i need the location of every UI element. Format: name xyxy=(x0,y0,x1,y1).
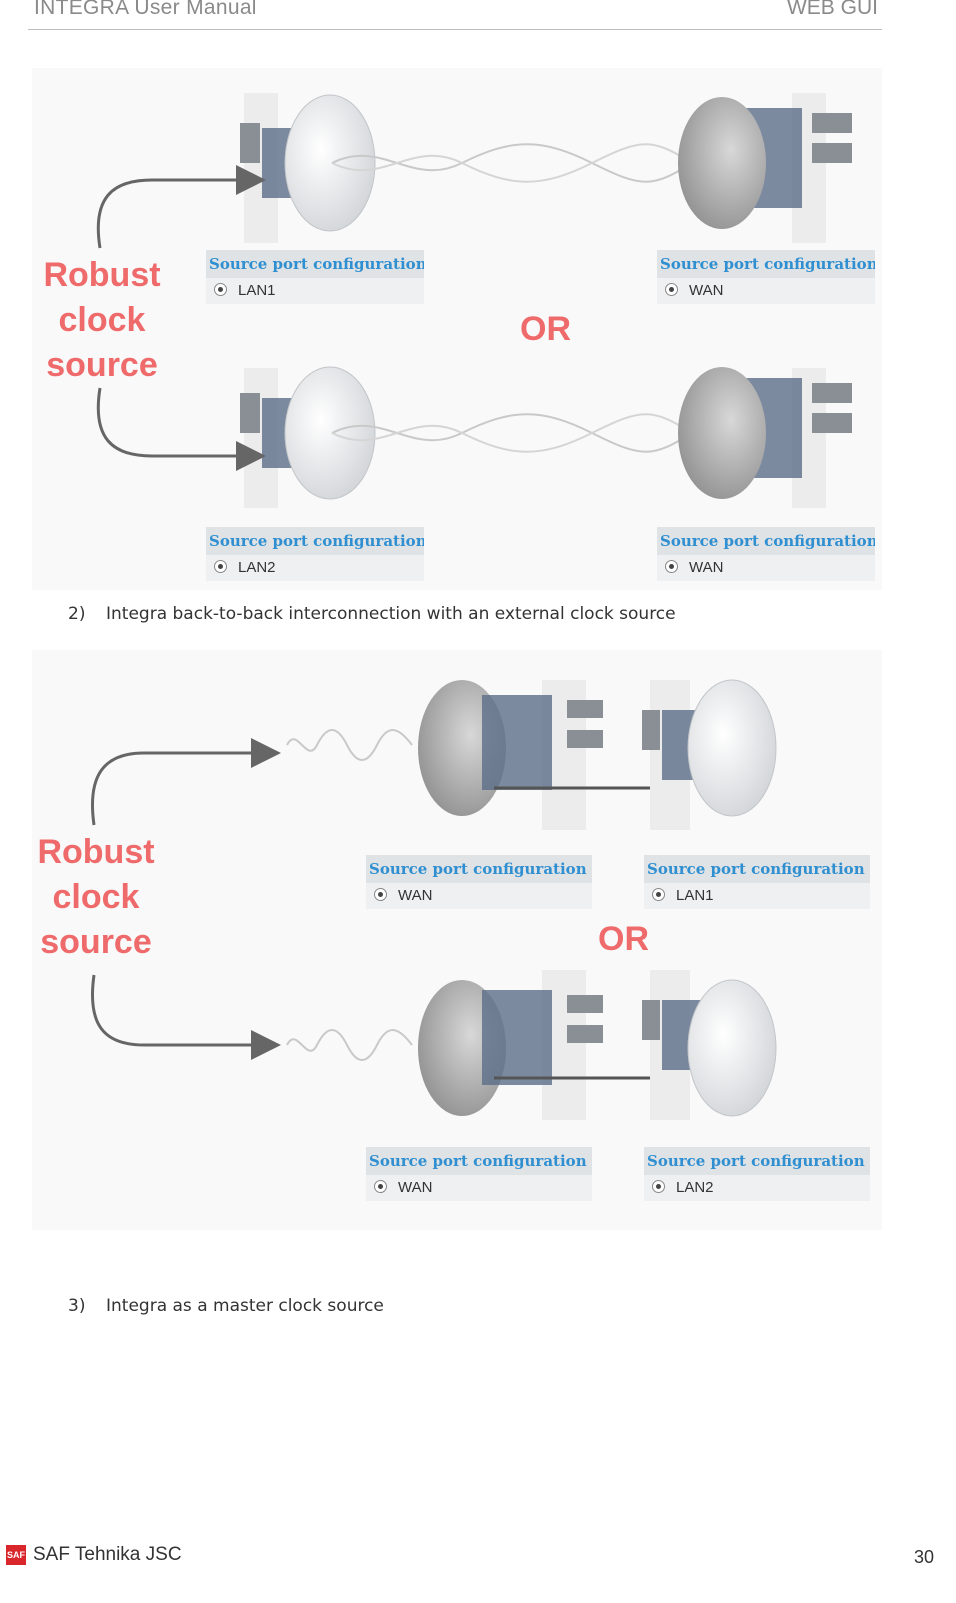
radio-selected-icon[interactable] xyxy=(214,560,227,573)
caption-3: 3) Integra as a master clock source xyxy=(68,1296,384,1316)
radio-selected-icon[interactable] xyxy=(652,888,665,901)
radio-selected-icon[interactable] xyxy=(652,1180,665,1193)
config-title: Source port configuration xyxy=(657,527,875,555)
option-label: WAN xyxy=(689,559,724,576)
config-title: Source port configuration xyxy=(657,250,875,278)
arrow-to-top-antenna xyxy=(96,165,266,249)
source-port-config-lan2: Source port configuration LAN2 xyxy=(644,1147,870,1201)
config-option[interactable]: WAN xyxy=(366,1175,592,1201)
source-port-config-wan-bottom: Source port configuration WAN xyxy=(366,1147,592,1201)
caption-number: 2) xyxy=(68,604,86,624)
arrow-to-bottom-antenna xyxy=(96,387,266,471)
source-port-config-wan-bottom: Source port configuration WAN xyxy=(657,527,875,581)
figure2-illustration xyxy=(91,679,777,1120)
label-line-2: clock xyxy=(58,301,146,339)
config-option[interactable]: LAN1 xyxy=(644,883,870,909)
label-line-2: clock xyxy=(52,878,140,916)
config-option[interactable]: LAN2 xyxy=(206,555,424,581)
config-option[interactable]: LAN2 xyxy=(644,1175,870,1201)
arrow-to-bottom-pair xyxy=(91,974,281,1060)
or-label: OR xyxy=(520,310,571,348)
arrow-to-top-pair xyxy=(91,738,281,826)
caption-2: 2) Integra back-to-back interconnection w… xyxy=(68,604,676,624)
document-title: INTEGRA User Manual xyxy=(34,0,257,19)
config-option[interactable]: WAN xyxy=(366,883,592,909)
source-port-config-lan1: Source port configuration LAN1 xyxy=(206,250,424,304)
figure1-illustration xyxy=(96,93,852,508)
antenna-pair-bottom xyxy=(240,366,852,508)
caption-number: 3) xyxy=(68,1296,86,1316)
config-title: Source port configuration xyxy=(206,527,424,555)
config-title: Source port configuration xyxy=(206,250,424,278)
header-divider xyxy=(28,29,882,30)
company-name: SAF Tehnika JSC xyxy=(33,1544,182,1565)
source-port-config-lan1: Source port configuration LAN1 xyxy=(644,855,870,909)
config-title: Source port configuration xyxy=(644,1147,870,1175)
option-label: WAN xyxy=(398,887,433,904)
page-number: 30 xyxy=(914,1547,935,1567)
option-label: WAN xyxy=(398,1179,433,1196)
label-line-3: source xyxy=(46,346,158,384)
back-to-back-pair-bottom xyxy=(286,970,777,1120)
label-line-1: Robust xyxy=(37,833,155,871)
radio-selected-icon[interactable] xyxy=(374,888,387,901)
label-line-3: source xyxy=(40,923,152,961)
antenna-pair-top xyxy=(240,93,852,243)
config-title: Source port configuration xyxy=(366,855,592,883)
option-label: LAN2 xyxy=(676,1179,714,1196)
config-option[interactable]: WAN xyxy=(657,555,875,581)
config-option[interactable]: LAN1 xyxy=(206,278,424,304)
back-to-back-pair-top xyxy=(286,679,777,830)
option-label: WAN xyxy=(689,282,724,299)
config-option[interactable]: WAN xyxy=(657,278,875,304)
option-label: LAN1 xyxy=(238,282,276,299)
figure-back-to-back: Robust clock source OR Source port confi… xyxy=(32,650,882,1230)
robust-clock-label: Robust clock source xyxy=(32,253,172,388)
option-label: LAN1 xyxy=(676,887,714,904)
figure-robust-clock-lan: Robust clock source OR Source port confi… xyxy=(32,68,882,590)
radio-selected-icon[interactable] xyxy=(665,283,678,296)
radio-selected-icon[interactable] xyxy=(214,283,227,296)
source-port-config-wan-top: Source port configuration WAN xyxy=(657,250,875,304)
label-line-1: Robust xyxy=(43,256,161,294)
saf-logo-icon: SAF xyxy=(6,1545,26,1565)
or-label: OR xyxy=(598,920,649,958)
source-port-config-lan2: Source port configuration LAN2 xyxy=(206,527,424,581)
radio-selected-icon[interactable] xyxy=(374,1180,387,1193)
robust-clock-label: Robust clock source xyxy=(26,830,166,965)
section-title: WEB GUI xyxy=(786,0,878,19)
config-title: Source port configuration xyxy=(366,1147,592,1175)
caption-text: Integra as a master clock source xyxy=(106,1296,384,1316)
caption-text: Integra back-to-back interconnection wit… xyxy=(106,604,676,624)
radio-selected-icon[interactable] xyxy=(665,560,678,573)
option-label: LAN2 xyxy=(238,559,276,576)
source-port-config-wan-top: Source port configuration WAN xyxy=(366,855,592,909)
config-title: Source port configuration xyxy=(644,855,870,883)
